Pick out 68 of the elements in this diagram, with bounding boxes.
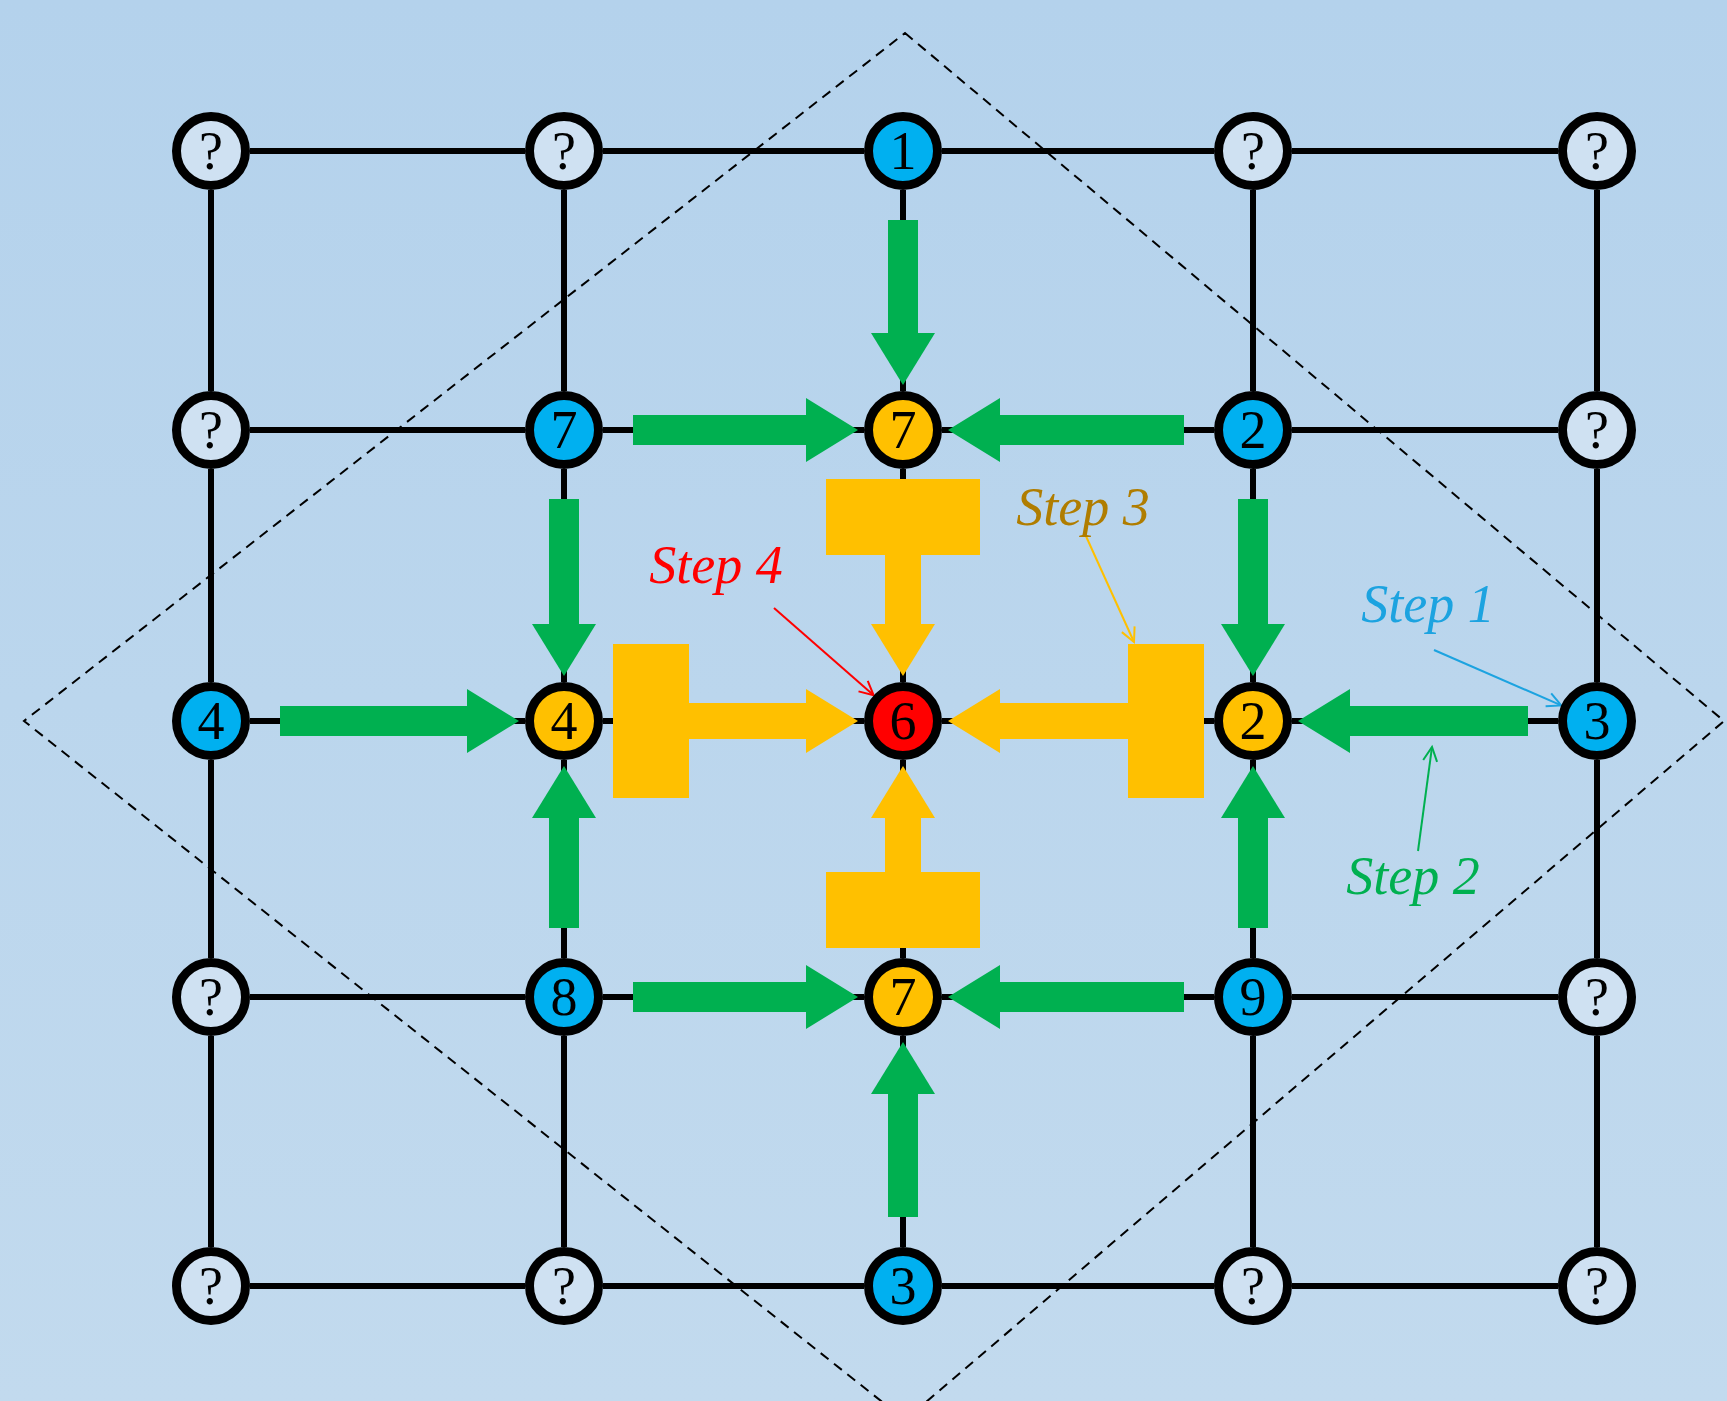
block-arrow (613, 644, 858, 798)
grid-node: 6 (864, 682, 942, 760)
grid-node: 3 (1558, 682, 1636, 760)
grid-line (561, 1036, 567, 1247)
grid-node: 2 (1214, 682, 1292, 760)
grid-node: 7 (864, 958, 942, 1036)
grid-node: ? (172, 1247, 250, 1325)
grid-node: ? (1214, 112, 1292, 190)
grid-line (1250, 190, 1256, 391)
grid-node: ? (1214, 1247, 1292, 1325)
grid-line (1292, 148, 1558, 154)
leader-line (1433, 649, 1563, 708)
grid-node: ? (172, 391, 250, 469)
block-arrow (948, 965, 1184, 1029)
grid-node: ? (525, 1247, 603, 1325)
grid-node: ? (1558, 958, 1636, 1036)
grid-node: 8 (525, 958, 603, 1036)
block-arrow (633, 398, 858, 462)
grid-line (1594, 1036, 1600, 1247)
grid-node: ? (525, 112, 603, 190)
grid-node: 7 (864, 391, 942, 469)
grid-line (250, 994, 525, 1000)
block-arrow (948, 644, 1204, 798)
grid-line (603, 148, 864, 154)
leader-line (1417, 746, 1439, 852)
grid-node: 4 (525, 682, 603, 760)
grid-node: 2 (1214, 391, 1292, 469)
block-arrow (826, 766, 980, 948)
block-arrow (532, 766, 596, 928)
block-arrow (633, 965, 858, 1029)
grid-node: 1 (864, 112, 942, 190)
grid-node: ? (172, 958, 250, 1036)
grid-line (1292, 994, 1558, 1000)
grid-line (1594, 190, 1600, 391)
grid-line (250, 427, 525, 433)
grid-node: ? (1558, 1247, 1636, 1325)
grid-line (942, 148, 1214, 154)
grid-line (208, 760, 214, 958)
grid-line (1292, 427, 1558, 433)
grid-line (1594, 469, 1600, 682)
grid-line (1250, 1036, 1256, 1247)
block-arrow (532, 499, 596, 676)
grid-node: ? (172, 112, 250, 190)
grid-node: 3 (864, 1247, 942, 1325)
block-arrow (280, 689, 519, 753)
grid-line (208, 190, 214, 391)
grid-line (1292, 1283, 1558, 1289)
block-arrow (871, 220, 935, 385)
block-arrow (826, 479, 980, 676)
grid-line (942, 1283, 1214, 1289)
grid-node: 9 (1214, 958, 1292, 1036)
grid-node: 4 (172, 682, 250, 760)
block-arrow (871, 1042, 935, 1217)
block-arrow (1221, 766, 1285, 928)
block-arrow (1221, 499, 1285, 676)
grid-node: ? (1558, 391, 1636, 469)
block-arrow (1298, 689, 1528, 753)
grid-node: ? (1558, 112, 1636, 190)
grid-line (208, 1036, 214, 1247)
grid-line (208, 469, 214, 682)
grid-line (250, 148, 525, 154)
grid-node: 7 (525, 391, 603, 469)
grid-line (250, 1283, 525, 1289)
leader-line (773, 607, 875, 697)
grid-line (603, 1283, 864, 1289)
block-arrow (948, 398, 1184, 462)
grid-line (1594, 760, 1600, 958)
grid-line (561, 190, 567, 391)
